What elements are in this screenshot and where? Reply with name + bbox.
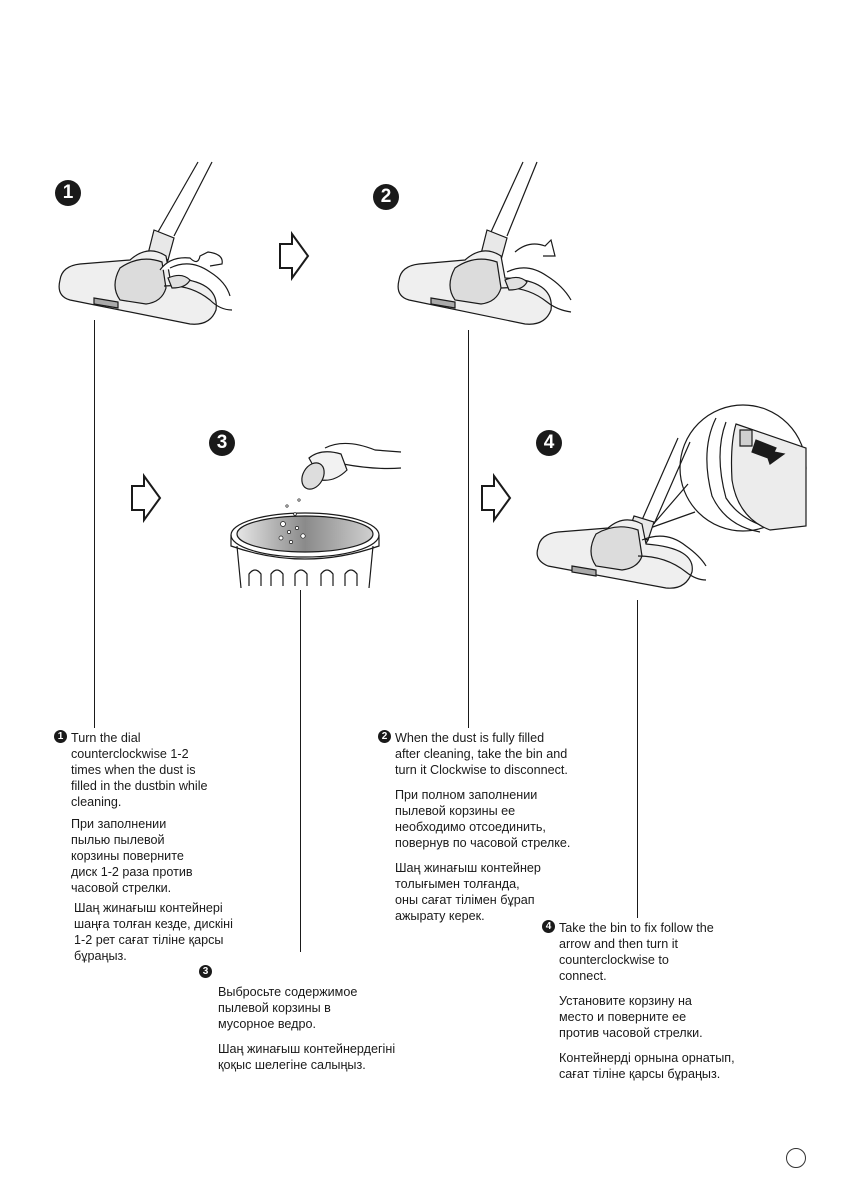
step-1-connector-line xyxy=(94,320,95,728)
step-1-badge: 1 xyxy=(55,180,81,206)
step-2-vacuum-illustration xyxy=(397,161,572,325)
step-2-mini-badge: 2 xyxy=(378,730,391,743)
step-4-badge: 4 xyxy=(536,430,562,456)
step-4-attach-bin-illustration xyxy=(536,404,807,589)
step-4-text-en: Take the bin to fix follow the arrow and… xyxy=(559,921,714,983)
step-2-text-ru: При полном заполнении пылевой корзины ее… xyxy=(395,788,571,850)
step-1-text-en: Turn the dial counterclockwise 1-2 times… xyxy=(71,731,208,809)
step-3-trash-can-illustration xyxy=(230,442,402,589)
step-4-text-ru: Установите корзину на место и поверните … xyxy=(559,994,703,1040)
step-2-text-en: When the dust is fully filled after clea… xyxy=(395,731,568,777)
step-2-text-kk: Шаң жинағыш контейнер толығымен толғанда… xyxy=(395,861,541,923)
step-1-text-kk: Шаң жинағыш контейнері шаңға толған кезд… xyxy=(74,901,233,963)
step-1-mini-badge: 1 xyxy=(54,730,67,743)
step-2-connector-line xyxy=(468,330,469,728)
arrow-1-to-2-icon xyxy=(279,230,310,282)
page-number-circle-icon xyxy=(786,1148,806,1168)
arrow-2-to-3-icon xyxy=(131,472,162,524)
step-2-caption: 2 When the dust is fully filled after cl… xyxy=(378,730,608,930)
arrow-3-to-4-icon xyxy=(481,472,512,524)
step-4-caption: 4 Take the bin to fix follow the arrow a… xyxy=(542,920,762,1088)
step-3-caption: 3 Выбросьте содержимое пылевой корзины в… xyxy=(199,962,429,1079)
step-3-text-ru: Выбросьте содержимое пылевой корзины в м… xyxy=(218,985,358,1031)
step-4-mini-badge: 4 xyxy=(542,920,555,933)
step-1-vacuum-illustration xyxy=(58,161,233,325)
step-1-caption: 1 Turn the dial counterclockwise 1-2 tim… xyxy=(54,730,274,970)
step-3-text-kk: Шаң жинағыш контейнердегіні қоқыс шелегі… xyxy=(218,1042,396,1072)
step-3-badge: 3 xyxy=(209,430,235,456)
step-2-badge: 2 xyxy=(373,184,399,210)
step-3-mini-badge: 3 xyxy=(199,965,212,978)
step-4-connector-line xyxy=(637,600,638,918)
step-3-connector-line xyxy=(300,590,301,952)
step-1-text-ru: При заполнении пылью пылевой корзины пов… xyxy=(71,817,193,895)
step-4-text-kk: Контейнерді орнына орнатып, сағат тіліне… xyxy=(559,1051,735,1081)
